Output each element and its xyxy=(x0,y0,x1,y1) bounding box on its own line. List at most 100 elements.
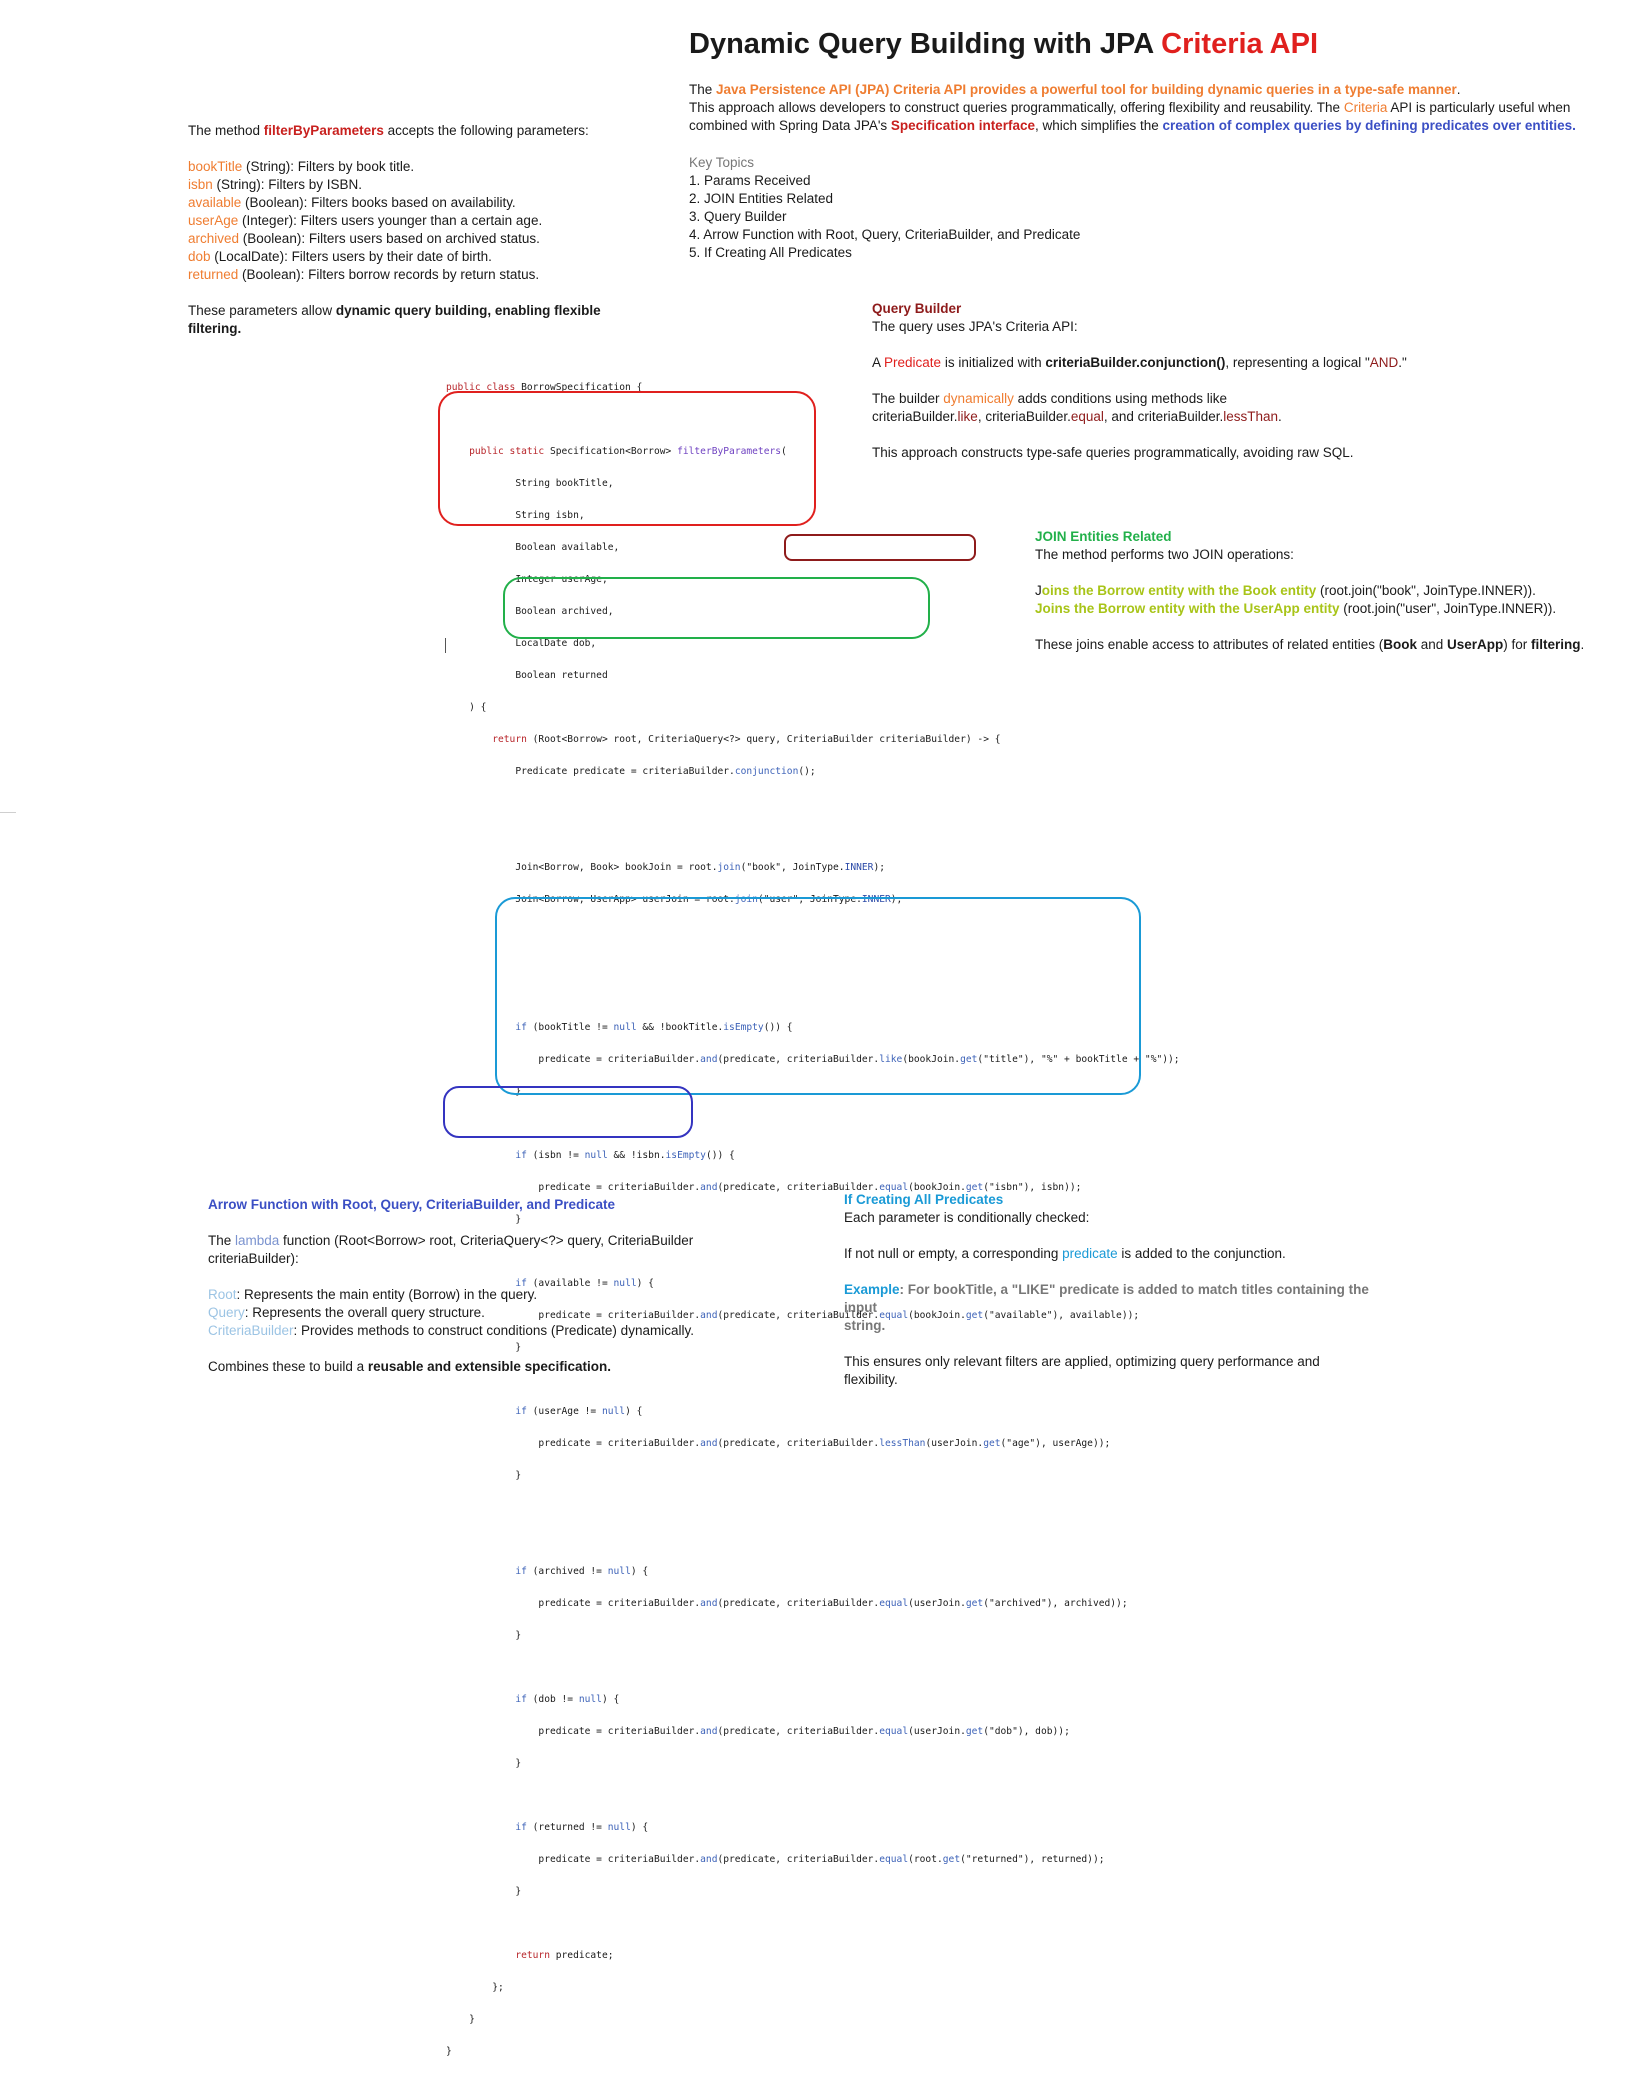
code-line: return (Root<Borrow> root, CriteriaQuery… xyxy=(446,732,1180,748)
code-text: ) { xyxy=(636,1278,654,1289)
code-call: and xyxy=(700,1854,718,1865)
param-name: bookTitle xyxy=(188,159,243,174)
code-line xyxy=(446,1916,1180,1932)
arrow-text: function (Root<Borrow> root, CriteriaQue… xyxy=(279,1233,694,1248)
code-line: } xyxy=(446,1628,1180,1644)
code-line: } xyxy=(446,1340,1180,1356)
arrow-query-term: Query xyxy=(208,1305,245,1320)
code-text: (predicate, criteriaBuilder. xyxy=(717,1054,880,1065)
key-topic-item: 5. If Creating All Predicates xyxy=(689,245,852,260)
code-text: && !isbn. xyxy=(607,1150,666,1161)
join-section: JOIN Entities Related The method perform… xyxy=(1035,528,1625,654)
code-text: (archived != xyxy=(526,1566,608,1577)
code-text: Boolean archived, xyxy=(515,606,614,617)
code-call: lessThan xyxy=(879,1438,926,1449)
code-text: } xyxy=(469,2014,475,2025)
arrow-root-term: Root xyxy=(208,1287,237,1302)
intro-highlight-jpa: Java Persistence API (JPA) Criteria API … xyxy=(716,82,1457,97)
params-intro: accepts the following parameters: xyxy=(383,123,589,138)
code-text: (predicate, criteriaBuilder. xyxy=(717,1598,880,1609)
code-call: isEmpty xyxy=(723,1022,764,1033)
code-null: null xyxy=(607,1822,631,1833)
code-text: ("dob"), dob)); xyxy=(983,1726,1070,1737)
code-keyword: if xyxy=(515,1150,527,1161)
code-line: predicate = criteriaBuilder.and(predicat… xyxy=(446,1308,1180,1324)
code-line: Boolean returned xyxy=(446,668,1180,684)
query-builder-text: . xyxy=(1278,409,1282,424)
code-text: (userAge != xyxy=(526,1406,602,1417)
code-call: equal xyxy=(879,1854,909,1865)
code-text: (bookJoin. xyxy=(902,1054,961,1065)
join-text: The method performs two JOIN operations: xyxy=(1035,547,1294,562)
code-text: ("returned"), returned)); xyxy=(960,1854,1105,1865)
param-name: archived xyxy=(188,231,240,246)
arrow-cb-term: CriteriaBuilder xyxy=(208,1323,294,1338)
code-keyword: if xyxy=(515,1566,527,1577)
code-text: ("book", JoinType. xyxy=(740,862,845,873)
query-builder-text: adds conditions using methods like xyxy=(1013,391,1227,406)
code-call: get xyxy=(983,1438,1001,1449)
code-text: ("user", JoinType. xyxy=(757,894,862,905)
code-text: } xyxy=(515,1886,522,1897)
code-text: (predicate, criteriaBuilder. xyxy=(717,1726,880,1737)
code-text: ("age"), userAge)); xyxy=(1000,1438,1111,1449)
code-line: if (dob != null) { xyxy=(446,1692,1180,1708)
code-text: Join<Borrow, UserApp> userJoin = root. xyxy=(515,894,735,905)
code-call: equal xyxy=(879,1598,909,1609)
code-text: String isbn, xyxy=(515,510,585,521)
query-builder-like: like xyxy=(957,409,978,424)
join-text: . xyxy=(1580,637,1585,652)
predicates-heading: If Creating All Predicates xyxy=(844,1192,1004,1207)
code-text: predicate = criteriaBuilder. xyxy=(538,1182,701,1193)
arrow-text: The xyxy=(208,1233,236,1248)
join-text: (root.join("user", JoinType.INNER)). xyxy=(1339,601,1557,616)
code-text: Boolean returned xyxy=(515,670,608,681)
query-builder-dynamically: dynamically xyxy=(943,391,1014,406)
code-line xyxy=(446,1372,1180,1388)
code-text: (); xyxy=(798,766,816,777)
code-text: ("title"), "%" + bookTitle + "%")); xyxy=(977,1054,1180,1065)
code-line xyxy=(446,796,1180,812)
code-text: (predicate, criteriaBuilder. xyxy=(717,1310,880,1321)
code-line: predicate = criteriaBuilder.and(predicat… xyxy=(446,1724,1180,1740)
code-line: if (returned != null) { xyxy=(446,1820,1180,1836)
code-call: and xyxy=(700,1438,718,1449)
code-call: get xyxy=(960,1054,978,1065)
code-text: (predicate, criteriaBuilder. xyxy=(717,1438,880,1449)
code-text: Predicate predicate = criteriaBuilder. xyxy=(515,766,735,777)
code-call: get xyxy=(965,1182,984,1193)
params-method-name: filterByParameters xyxy=(263,123,384,138)
code-text: } xyxy=(446,2046,452,2057)
arrow-text: Combines these to build a xyxy=(208,1359,368,1374)
code-text: ) { xyxy=(630,1822,649,1833)
join-text: J xyxy=(1035,583,1042,598)
join-text: These joins enable access to attributes … xyxy=(1035,637,1384,652)
predicates-example-text: : For bookTitle, a "LIKE" predicate is a… xyxy=(844,1282,1369,1315)
page-title: Dynamic Query Building with JPA Criteria… xyxy=(689,26,1318,62)
code-text: ) { xyxy=(601,1694,620,1705)
arrow-outro-bold: reusable and extensible specification. xyxy=(367,1359,611,1374)
code-text: (predicate, criteriaBuilder. xyxy=(717,1182,880,1193)
intro-paragraph: The Java Persistence API (JPA) Criteria … xyxy=(689,81,1629,135)
predicates-text: If not null or empty, a corresponding xyxy=(844,1246,1063,1261)
intro-highlight-criteria: Criteria xyxy=(1343,100,1388,115)
query-builder-text: , and criteriaBuilder. xyxy=(1103,409,1224,424)
code-call: get xyxy=(942,1854,961,1865)
code-line: if (userAge != null) { xyxy=(446,1404,1180,1420)
code-call: equal xyxy=(879,1310,909,1321)
query-builder-and: AND xyxy=(1369,355,1399,370)
code-line: } xyxy=(446,1884,1180,1900)
join-highlight-box xyxy=(503,577,930,639)
join-heading: JOIN Entities Related xyxy=(1035,529,1172,544)
code-text: (dob != xyxy=(526,1694,579,1705)
code-line: } xyxy=(446,1468,1180,1484)
code-line: Boolean archived, xyxy=(446,604,1180,620)
code-text: ("isbn"), isbn)); xyxy=(983,1182,1082,1193)
intro-text: The xyxy=(689,82,717,97)
query-builder-text: , criteriaBuilder. xyxy=(977,409,1071,424)
code-text: ("available"), available)); xyxy=(983,1310,1140,1321)
predicates-text: is added to the conjunction. xyxy=(1117,1246,1286,1261)
param-desc: (LocalDate): Filters users by their date… xyxy=(210,249,492,264)
code-text: && !bookTitle. xyxy=(636,1022,724,1033)
intro-text: , which simplifies the xyxy=(1034,118,1163,133)
